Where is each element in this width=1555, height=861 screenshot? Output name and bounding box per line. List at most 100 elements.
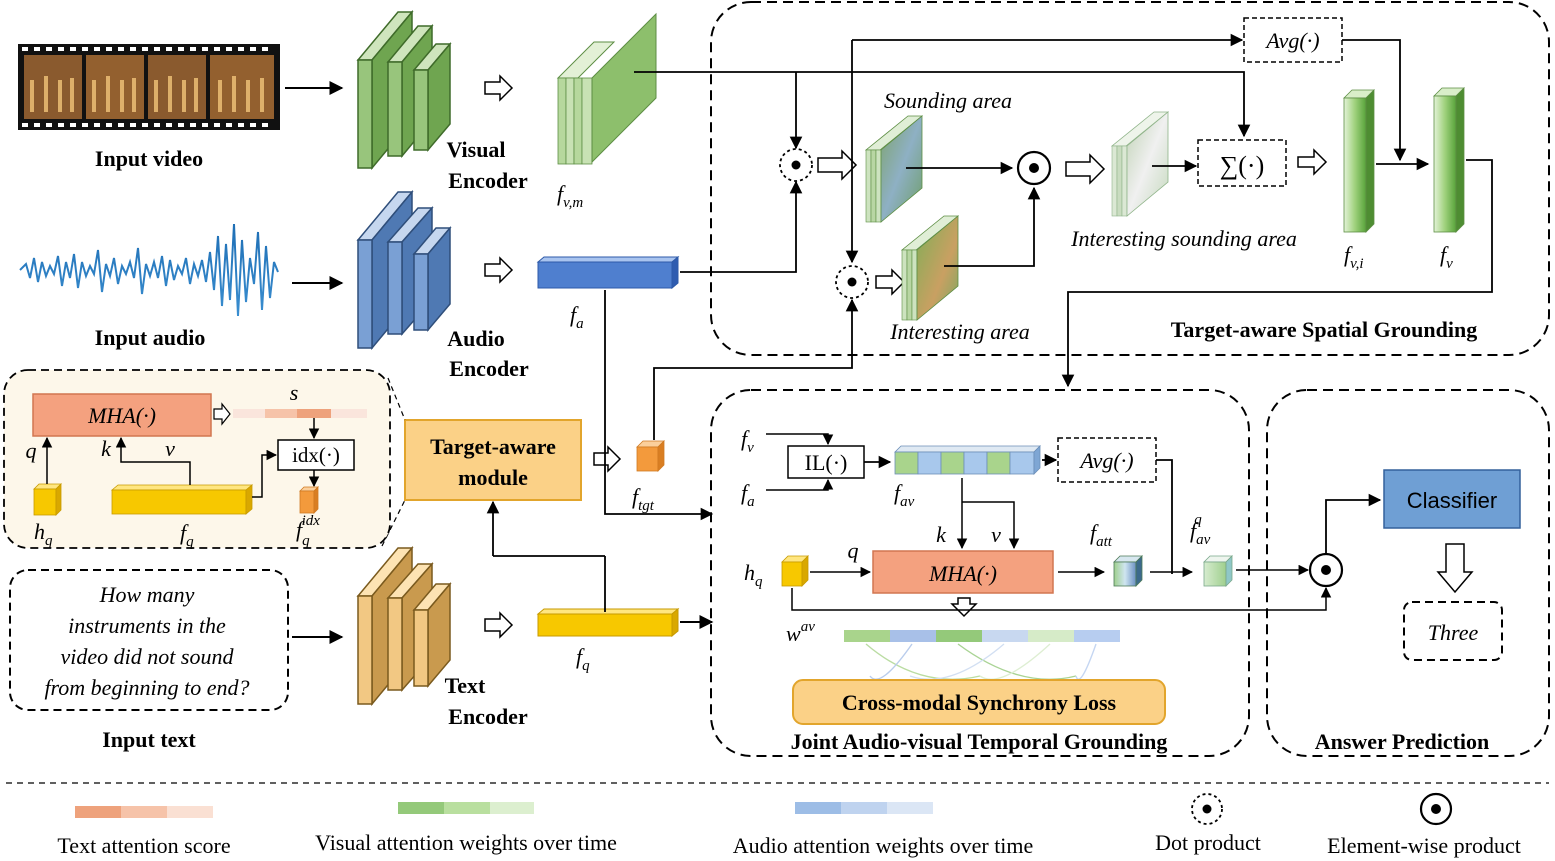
w-av-curves [865,643,1097,680]
idx-label: idx(·) [292,443,340,467]
k-inner-label: k [101,436,112,461]
w-av-bar [844,630,1120,642]
f-vi-column [1343,89,1375,233]
arrow-fq-to-k [115,436,191,485]
text-attention-score-bar [233,409,367,418]
sounding-area-label: Sounding area [884,88,1012,113]
question-line-4: from beginning to end? [44,675,249,700]
arrow-fa-to-temporal [604,290,714,521]
f-att-cube [1113,555,1143,587]
f-q-inner-label: fq [180,520,194,550]
hollow-arrows [484,74,1474,639]
q-temporal-label: q [848,538,859,563]
interesting-area-label: Interesting area [889,319,1030,344]
arrow-fvm-to-spatial [634,71,1251,138]
h-q-cube-inner [33,483,62,516]
f-vm-label: fv,m [557,181,583,211]
input-audio-waveform [19,223,279,317]
h-q-label: hq [744,560,763,590]
visual-encoder-icon [356,9,452,171]
f-idx-label: fqidx [296,513,320,549]
legend-text-attention-swatch [75,806,213,818]
s-label: s [290,380,299,405]
arrow-fv-to-il [766,433,834,446]
arrow-ftgt-to-dot2 [653,298,859,440]
answer-prediction-title: Answer Prediction [1315,729,1490,754]
avg-spatial-label: Avg(·) [1264,28,1319,53]
target-aware-module-title-2: module [458,465,528,490]
temporal-grounding-title: Joint Audio-visual Temporal Grounding [791,729,1168,754]
legend-elementwise-label: Element-wise product [1327,833,1521,858]
text-encoder-label-1: Text [445,673,486,698]
input-video-label: Input video [95,146,203,171]
f-avq-label: favq [1190,512,1211,548]
text-encoder-icon [356,545,452,707]
feature-f-q-bar [536,607,680,638]
f-att-label: fatt [1090,520,1113,550]
arrow-fa-to-il [766,478,834,491]
interesting-area-stack [900,215,960,321]
f-avq-cube [1203,555,1233,587]
f-v-label: fv [1440,242,1453,272]
question-line-2: instruments in the [68,613,226,638]
mha-box-temporal [872,550,1054,594]
audio-encoder-label-2: Encoder [449,356,529,381]
dot-product-icon [1191,793,1223,825]
q-inner-label: q [26,438,37,463]
k-temporal-label: k [936,522,947,547]
cross-modal-loss-label: Cross-modal Synchrony Loss [842,690,1117,715]
legend-text-attention-label: Text attention score [57,833,230,858]
mha-box-inner [32,393,212,437]
idx-box [277,439,355,471]
f-tgt-cube [636,440,665,472]
legend-visual-attention-swatch [398,802,534,814]
f-tgt-label: ftgt [632,484,655,514]
f-idx-cube [299,486,319,514]
h-q-inner-label: hq [34,519,53,549]
temporal-grounding-panel [710,389,1250,757]
dot-product-icon [779,148,813,182]
arrow-interesting-to-mul [944,186,1041,267]
sounding-area-stack [864,115,924,223]
v-temporal-label: v [991,522,1001,547]
arrow-avg-to-favq [1156,459,1173,574]
visual-encoder-label-1: Visual [446,137,505,162]
answer-prediction-panel [1266,389,1550,757]
mha-temporal-label: MHA(·) [928,561,997,586]
feature-f-vm-stack [556,12,657,165]
target-aware-module-box [404,419,582,501]
input-video-filmstrip [18,44,280,130]
question-line-3: video did not sound [61,644,235,669]
il-label: IL(·) [805,450,848,475]
arrow-fav-to-v [962,501,1020,550]
audio-encoder-icon [356,189,452,351]
f-q-bar-inner [110,484,254,515]
arrow-product-to-classifier [1325,493,1382,554]
f-av-label: fav [894,480,915,510]
cross-modal-loss-box [792,679,1166,725]
input-text-label: Input text [102,727,196,752]
answer-result-box [1403,601,1503,661]
feature-f-a-bar [536,255,680,290]
audio-encoder-label-1: Audio [447,326,504,351]
classifier-box [1383,469,1521,529]
f-v-temporal-label: fv [741,426,754,456]
classifier-label: Classifier [1407,488,1497,513]
interesting-sounding-area-stack [1110,111,1170,217]
visual-encoder-label-2: Encoder [448,168,528,193]
avg-box-temporal [1057,437,1157,483]
target-aware-module-title-1: Target-aware [430,434,556,459]
question-box [9,569,289,711]
mha-inner-hollow-arrow [213,402,231,426]
zoom-line-top [387,377,406,421]
answer-result-label: Three [1428,620,1479,645]
sum-label: ∑(·) [1220,151,1265,180]
legend-visual-attention-label: Visual attention weights over time [315,830,617,855]
text-encoder-label-2: Encoder [448,704,528,729]
input-audio-label: Input audio [95,325,206,350]
f-q-label: fq [576,644,590,674]
dot-product-icon [835,265,869,299]
spatial-grounding-panel [710,1,1550,356]
f-v-column [1433,87,1465,233]
